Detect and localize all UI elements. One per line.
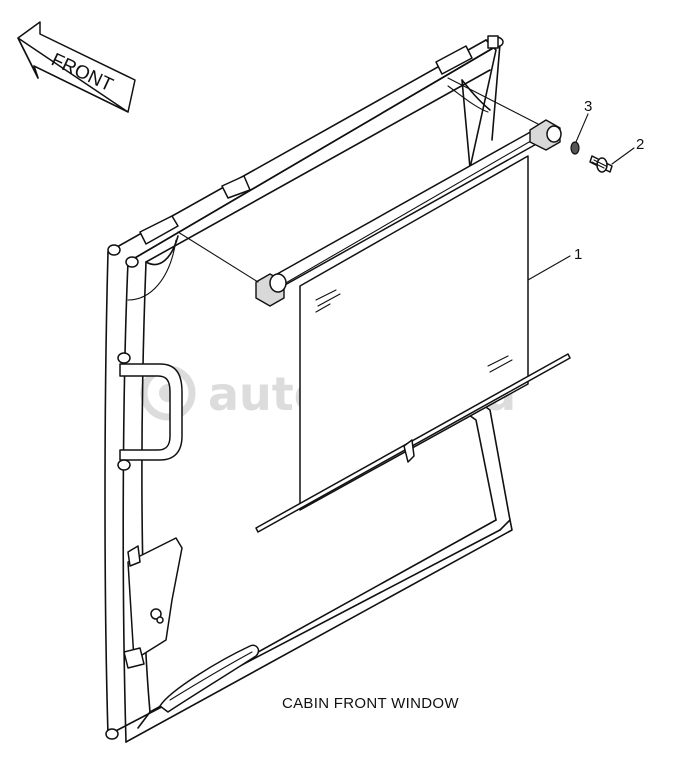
callout-leaders xyxy=(527,113,635,281)
pull-tab xyxy=(403,439,415,463)
top-rail-hinges xyxy=(105,35,504,740)
callout-2: 2 xyxy=(636,136,644,153)
leader-2 xyxy=(611,147,635,165)
mounting-bracket xyxy=(123,537,183,669)
leader-3 xyxy=(575,113,589,143)
callout-1: 1 xyxy=(574,246,582,263)
sunshade-sheet xyxy=(299,155,529,511)
leader-1 xyxy=(527,255,571,281)
sunshade-roller-assembly xyxy=(177,77,571,533)
screw-and-washer xyxy=(570,141,613,173)
glare-mark xyxy=(487,355,513,373)
callout-3: 3 xyxy=(584,98,592,115)
front-direction-arrow: FRONT xyxy=(17,21,136,113)
glare-mark xyxy=(315,289,341,313)
washer xyxy=(570,141,580,155)
lower-grip-rail xyxy=(159,644,260,713)
diagram-caption: CABIN FRONT WINDOW xyxy=(282,695,459,712)
grab-handle xyxy=(117,352,183,471)
